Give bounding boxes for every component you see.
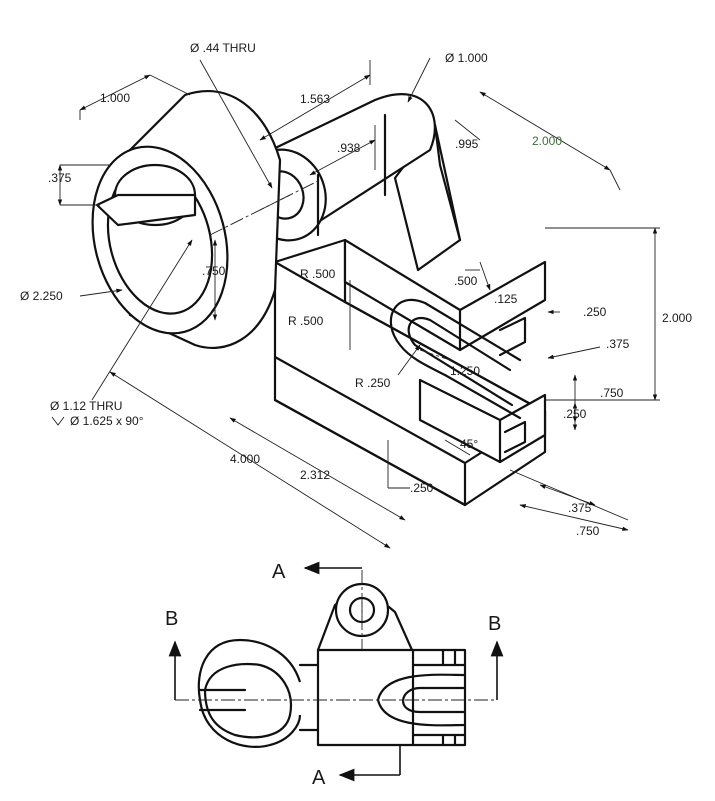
label-375-right: .375	[606, 337, 630, 351]
dimension-lines	[57, 57, 660, 549]
label-250-mid: .250	[563, 407, 587, 421]
label-dia-2250: Ø 2.250	[20, 289, 63, 303]
section-label-b-right: B	[488, 613, 501, 635]
isometric-view: Ø .44 THRU Ø 1.000 1.000 1.563 .995 2.00…	[20, 41, 692, 549]
label-500-slot: .500	[454, 274, 478, 288]
label-250-right: .250	[583, 305, 607, 319]
section-label-a-bottom: A	[312, 767, 326, 789]
label-45deg: 45°	[460, 437, 478, 451]
label-r500-a: R .500	[300, 267, 336, 281]
center-line-boss	[259, 179, 321, 211]
label-4000: 4.000	[230, 452, 260, 466]
dimension-labels: Ø .44 THRU Ø 1.000 1.000 1.563 .995 2.00…	[20, 41, 692, 538]
label-r250: R .250	[355, 376, 391, 390]
label-2312: 2.312	[300, 468, 330, 482]
section-label-a-top: A	[272, 561, 286, 583]
label-750-inner: .750	[202, 264, 226, 278]
label-750-right: .750	[600, 386, 624, 400]
label-r500-b: R .500	[288, 314, 324, 328]
label-375-left: .375	[48, 171, 72, 185]
label-1250: 1.250	[450, 364, 480, 378]
label-750-bottom: .750	[576, 524, 600, 538]
label-outer-dia-1000: Ø 1.000	[445, 51, 488, 65]
fork-arm-upper	[343, 238, 547, 357]
large-ring	[91, 90, 282, 349]
label-csk-1625: Ø 1.625 x 90°	[70, 414, 144, 428]
label-1563: 1.563	[300, 92, 330, 106]
label-375-bottom: .375	[568, 501, 592, 515]
section-label-b-left: B	[165, 608, 178, 630]
center-line-slot	[419, 349, 451, 361]
label-1000: 1.000	[100, 91, 130, 105]
label-995: .995	[455, 137, 479, 151]
label-2000-top: 2.000	[532, 134, 562, 148]
top-view: A A B B	[165, 561, 504, 789]
fork-arm-lower	[418, 378, 547, 464]
label-hole-044: Ø .44 THRU	[190, 41, 256, 55]
label-hole-112: Ø 1.12 THRU	[50, 399, 122, 413]
label-250-bottom: .250	[410, 481, 434, 495]
label-2000-right: 2.000	[662, 311, 692, 325]
label-938: .938	[337, 141, 361, 155]
label-125: .125	[494, 292, 518, 306]
countersink-symbol	[51, 416, 65, 426]
